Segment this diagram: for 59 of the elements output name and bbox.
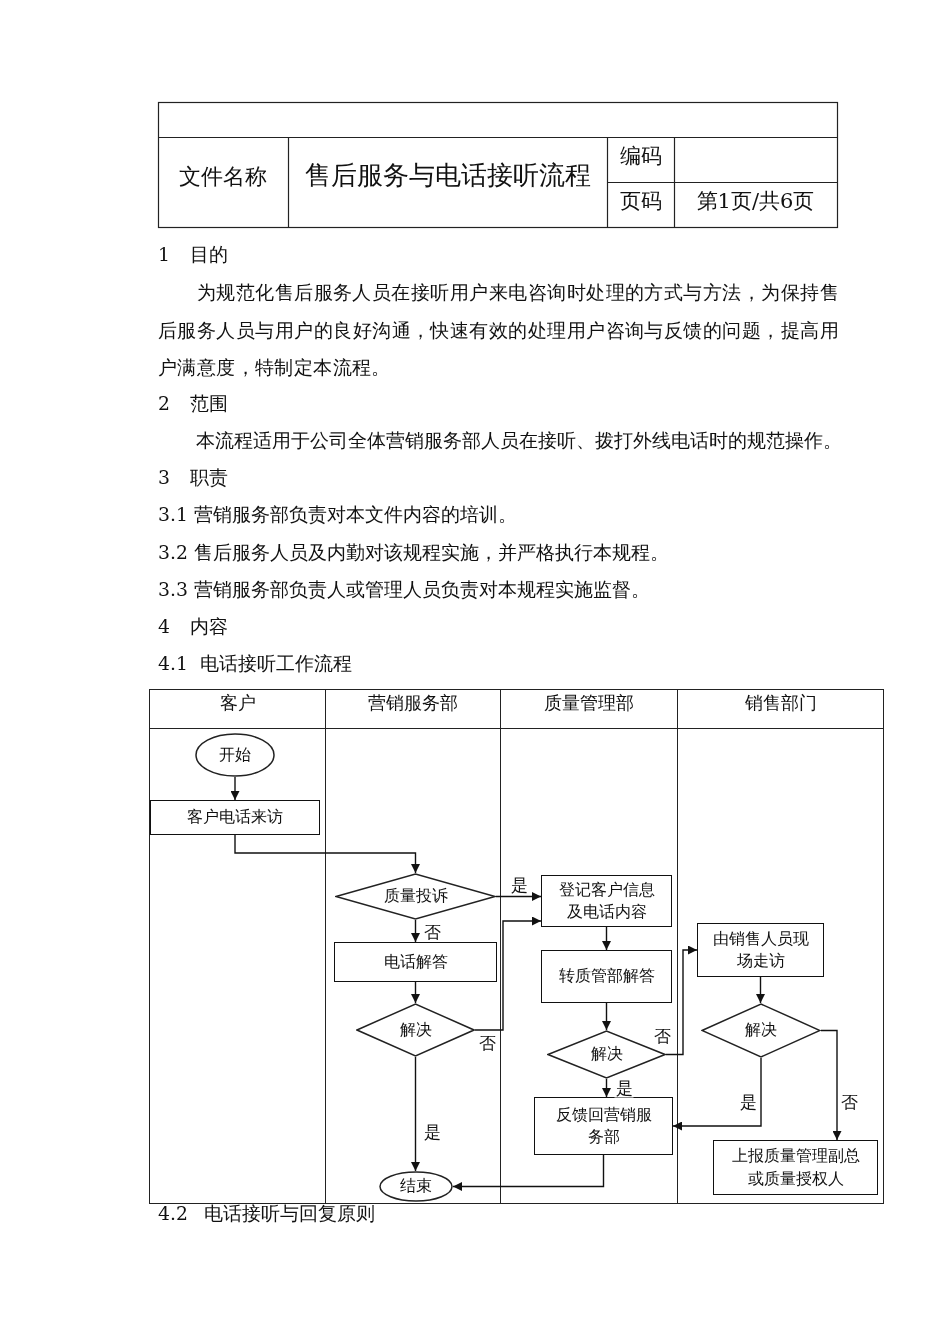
arrow bbox=[411, 919, 420, 943]
page-number: 第1页/共6页 bbox=[696, 189, 815, 213]
swimlane bbox=[677, 689, 884, 1204]
arrow bbox=[602, 926, 611, 951]
process-box: 客户电话来访 bbox=[150, 800, 320, 835]
document-title: 售后服务与电话接听流程 bbox=[304, 163, 591, 187]
arrow bbox=[234, 834, 420, 874]
section-heading: 3 职责 bbox=[158, 466, 228, 490]
paragraph: 本流程适用于公司全体营销服务部人员在接听、拨打外线电话时的规范操作。 bbox=[196, 429, 842, 453]
section-heading: 1 目的 bbox=[158, 243, 228, 267]
lane-header: 营销服务部 bbox=[326, 690, 500, 729]
arrow bbox=[665, 945, 698, 1056]
arrow bbox=[452, 1154, 605, 1191]
field-label: 编码 bbox=[619, 144, 662, 168]
edge-label: 是 bbox=[509, 875, 529, 895]
decision-diamond: 解决 bbox=[701, 1003, 821, 1058]
swimlane bbox=[500, 689, 678, 1204]
arrow bbox=[495, 892, 542, 901]
arrow bbox=[820, 1029, 842, 1141]
edge-label: 否 bbox=[839, 1092, 859, 1112]
process-box: 电话解答 bbox=[334, 942, 497, 982]
paragraph: 为规范化售后服务人员在接听用户来电咨询时处理的方式与方法，为保持售后服务人员与用户的良好沟通，快速有效的处理用户咨询与反馈的问题，提高用户满意度，特制定本流程。 bbox=[158, 281, 839, 380]
process-box: 由销售人员现场走访 bbox=[697, 923, 824, 977]
edge-label: 否 bbox=[652, 1026, 672, 1046]
lane-header: 质量管理部 bbox=[501, 690, 677, 729]
edge-label: 是 bbox=[614, 1078, 634, 1098]
terminal-oval: 结束 bbox=[379, 1171, 453, 1202]
lane-header: 客户 bbox=[150, 690, 325, 729]
arrow bbox=[602, 1078, 611, 1098]
list-item: 3.2 售后服务人员及内勤对该规程实施，并严格执行本规程。 bbox=[158, 541, 669, 565]
lane-header: 销售部门 bbox=[678, 690, 883, 729]
edge-label: 是 bbox=[738, 1092, 758, 1112]
subsection-heading: 4.1 电话接听工作流程 bbox=[158, 652, 352, 676]
list-item: 3.3 营销服务部负责人或管理人员负责对本规程实施监督。 bbox=[158, 578, 650, 602]
decision-diamond: 质量投诉 bbox=[335, 873, 496, 920]
process-box: 登记客户信息及电话内容 bbox=[541, 875, 672, 927]
arrow bbox=[230, 776, 240, 801]
arrow bbox=[411, 1056, 420, 1172]
decision-diamond: 解决 bbox=[356, 1003, 475, 1057]
field-label: 页码 bbox=[619, 189, 662, 213]
swimlane bbox=[149, 689, 326, 1204]
terminal-oval: 开始 bbox=[195, 733, 275, 777]
process-box: 上报质量管理副总或质量授权人 bbox=[713, 1140, 878, 1195]
edge-label: 是 bbox=[422, 1122, 442, 1142]
arrow bbox=[411, 981, 420, 1004]
arrow bbox=[474, 916, 542, 1031]
arrow bbox=[672, 1057, 762, 1131]
subsection-heading: 4.2 电话接听与回复原则 bbox=[158, 1202, 375, 1226]
edge-label: 否 bbox=[477, 1033, 497, 1053]
section-heading: 2 范围 bbox=[158, 392, 228, 416]
swimlane bbox=[325, 689, 501, 1204]
arrow bbox=[756, 976, 765, 1004]
edge-label: 否 bbox=[422, 922, 442, 942]
arrow bbox=[602, 1002, 611, 1031]
process-box: 转质管部解答 bbox=[541, 950, 672, 1003]
process-box: 反馈回营销服务部 bbox=[534, 1097, 673, 1155]
field-label: 文件名称 bbox=[179, 165, 267, 189]
section-heading: 4 内容 bbox=[158, 615, 228, 639]
list-item: 3.1 营销服务部负责对本文件内容的培训。 bbox=[158, 503, 517, 527]
